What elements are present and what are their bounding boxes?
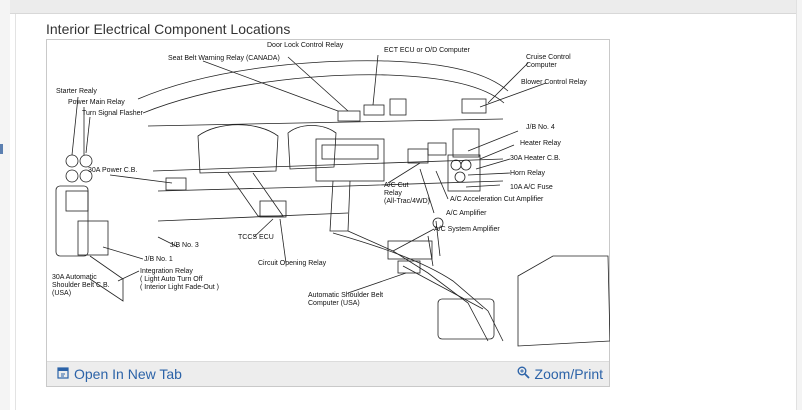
label-power-main-relay: Power Main Relay — [68, 99, 125, 106]
open-in-new-tab-link[interactable]: Open In New Tab — [57, 366, 182, 382]
label-horn-relay: Horn Relay — [510, 170, 546, 177]
magnifier-icon — [517, 366, 530, 382]
label-turn-signal: Turn Signal Flasher — [82, 110, 143, 117]
label-ac-fuse: 10A A/C Fuse — [510, 184, 553, 191]
label-starter-relay: Starter Realy — [56, 88, 97, 95]
label-jb1: J/B No. 1 — [144, 256, 173, 263]
dashboard-drawing — [55, 54, 610, 347]
label-integration-relay-2: ( Light Auto Turn Off — [140, 276, 203, 283]
label-auto-belt-computer-2: Computer (USA) — [308, 300, 360, 307]
label-tccs-ecu: TCCS ECU — [238, 234, 274, 241]
interior-component-diagram: Door Lock Control Relay ECT ECU or O/D C… — [52, 42, 610, 347]
diagram-frame: Door Lock Control Relay ECT ECU or O/D C… — [46, 39, 610, 387]
label-jb4: J/B No. 4 — [526, 124, 555, 131]
label-circuit-opening: Circuit Opening Relay — [258, 260, 327, 267]
label-jb3: J/B No. 3 — [170, 242, 199, 249]
open-in-new-tab-icon — [57, 366, 69, 382]
scrollbar[interactable] — [796, 0, 802, 410]
label-heater-relay: Heater Relay — [520, 140, 561, 147]
label-seat-belt-relay: Seat Belt Warning Relay (CANADA) — [168, 55, 280, 62]
label-auto-belt-computer-1: Automatic Shoulder Belt — [308, 292, 383, 299]
label-ac-accel-cut: A/C Acceleration Cut Amplifier — [450, 196, 544, 203]
label-cruise-control-1: Cruise Control — [526, 54, 571, 61]
label-door-lock-relay: Door Lock Control Relay — [267, 42, 344, 49]
top-bar — [0, 0, 802, 14]
label-ac-cut-1: A/C Cut — [384, 182, 409, 189]
open-in-new-tab-label: Open In New Tab — [74, 366, 182, 382]
label-shoulder-cb-3: (USA) — [52, 290, 71, 297]
page-title: Interior Electrical Component Locations — [46, 21, 291, 37]
label-power-cb: 30A Power C.B. — [88, 167, 137, 174]
label-ac-cut-2: Relay — [384, 190, 402, 197]
label-ac-amplifier: A/C Amplifier — [446, 210, 487, 217]
zoom-print-link[interactable]: Zoom/Print — [517, 366, 603, 382]
label-integration-relay-1: Integration Relay — [140, 268, 193, 275]
label-integration-relay-3: ( Interior Light Fade-Out ) — [140, 284, 219, 291]
zoom-print-label: Zoom/Print — [534, 366, 603, 382]
label-ac-cut-3: (All-Trac/4WD) — [384, 198, 430, 205]
label-blower-relay: Blower Control Relay — [521, 79, 587, 86]
label-ect-ecu: ECT ECU or O/D Computer — [384, 47, 471, 54]
diagram-footer: Open In New Tab Zoom/Print — [47, 361, 609, 386]
label-heater-cb: 30A Heater C.B. — [510, 155, 561, 162]
label-shoulder-cb-2: Shoulder Belt C.B. — [52, 282, 110, 289]
label-shoulder-cb-1: 30A Automatic — [52, 274, 97, 281]
label-ac-system-amp: A/C System Amplifier — [434, 226, 500, 233]
label-cruise-control-2: Computer — [526, 62, 557, 69]
left-rail — [0, 0, 10, 410]
